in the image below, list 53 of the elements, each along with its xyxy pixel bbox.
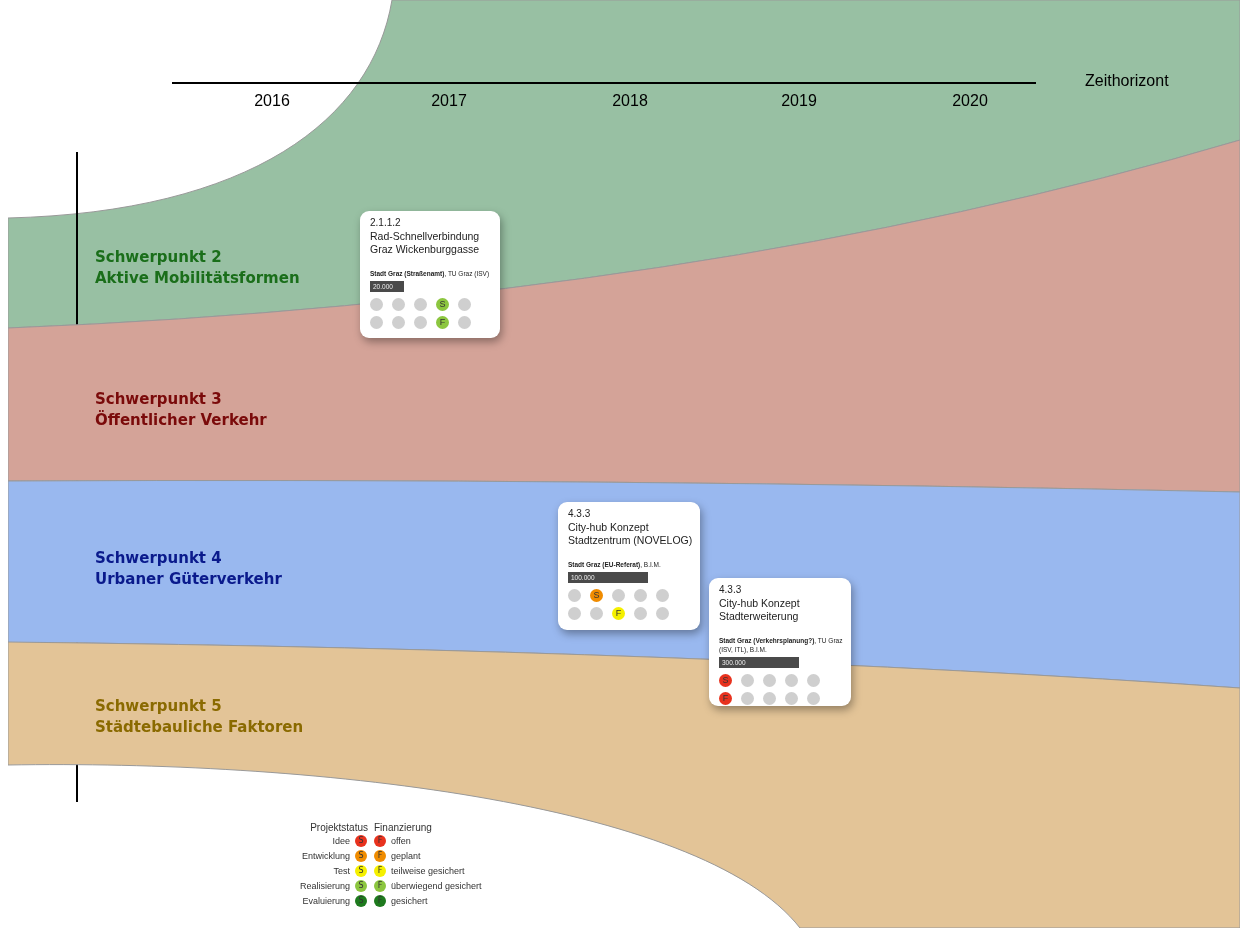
legend-label: offen xyxy=(391,835,411,847)
funding-dot: F xyxy=(719,692,732,705)
legend-label: Idee xyxy=(332,835,350,847)
band-number: Schwerpunkt 2 xyxy=(95,247,222,268)
legend-label: Realisierung xyxy=(299,880,350,892)
year-label: 2020 xyxy=(952,92,988,110)
project-card xyxy=(360,211,500,338)
status-dot: S xyxy=(355,835,367,847)
project-number: 4.3.3 xyxy=(568,508,591,519)
axis-title: Zeithorizont xyxy=(1085,72,1169,90)
project-title: City-hub Konzept Stadtzentrum (NOVELOG) xyxy=(568,521,694,547)
status-dot: S xyxy=(719,674,732,687)
focus-band xyxy=(8,0,1240,330)
funding-dot: F xyxy=(374,865,386,877)
legend-label: gesichert xyxy=(391,895,428,907)
status-dot: S xyxy=(436,298,449,311)
status-dot: S xyxy=(355,865,367,877)
band-title: Öffentlicher Verkehr xyxy=(95,410,267,431)
status-dot: S xyxy=(355,880,367,892)
legend-label: Evaluierung xyxy=(302,895,350,907)
band-title: Städtebauliche Faktoren xyxy=(95,717,304,738)
project-number: 4.3.3 xyxy=(719,584,742,595)
year-label: 2019 xyxy=(781,92,817,110)
funding-dot: F xyxy=(374,850,386,862)
status-dot: S xyxy=(355,895,367,907)
band-title: Aktive Mobilitätsformen xyxy=(95,268,300,289)
project-title: City-hub Konzept Stadterweiterung xyxy=(719,597,801,623)
project-card xyxy=(558,502,700,630)
legend-heading: Finanzierung xyxy=(374,822,432,834)
legend-heading: Projektstatus xyxy=(310,822,368,834)
legend-label: Entwicklung xyxy=(301,850,350,862)
year-label: 2016 xyxy=(254,92,290,110)
funding-dot: F xyxy=(374,880,386,892)
status-dot: S xyxy=(590,589,603,602)
legend-label: geplant xyxy=(391,850,421,862)
funding-dot: F xyxy=(436,316,449,329)
legend-label: Test xyxy=(333,865,350,877)
focus-band xyxy=(8,140,1240,492)
band-number: Schwerpunkt 3 xyxy=(95,389,222,410)
project-card xyxy=(709,578,851,706)
funding-dot: F xyxy=(374,895,386,907)
funding-dot: F xyxy=(612,607,625,620)
project-number: 2.1.1.2 xyxy=(370,217,401,228)
year-label: 2017 xyxy=(431,92,467,110)
year-label: 2018 xyxy=(612,92,648,110)
funding-dot: F xyxy=(374,835,386,847)
legend-label: teilweise gesichert xyxy=(391,865,465,877)
band-number: Schwerpunkt 5 xyxy=(95,696,222,717)
legend-label: überwiegend gesichert xyxy=(391,880,482,892)
project-title: Rad-Schnellverbindung Graz Wickenburggasse xyxy=(370,230,481,256)
status-dot: S xyxy=(355,850,367,862)
band-title: Urbaner Güterverkehr xyxy=(95,569,282,590)
band-number: Schwerpunkt 4 xyxy=(95,548,222,569)
